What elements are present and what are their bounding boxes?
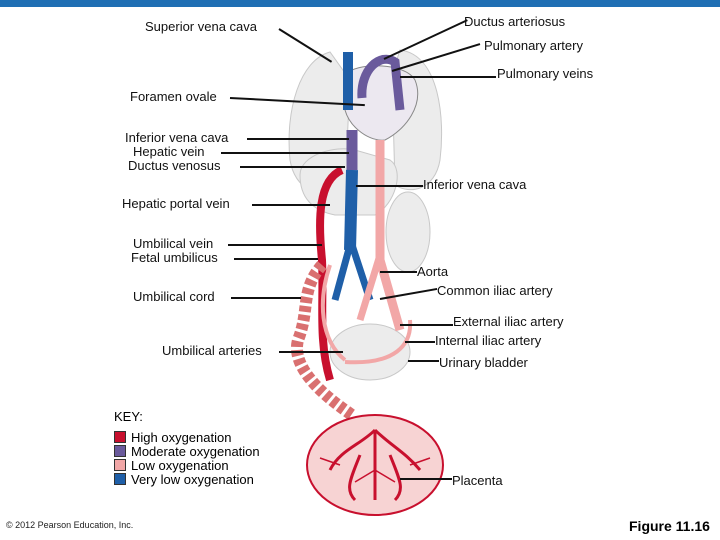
label-urinary-bladder: Urinary bladder [439, 355, 528, 370]
key-swatch-low [114, 459, 126, 471]
label-inferior-vena-cava-right: Inferior vena cava [423, 177, 527, 192]
key-item-low: Low oxygenation [114, 459, 229, 473]
kidney [385, 191, 431, 273]
umbilical-vein-path [316, 166, 344, 382]
label-aorta: Aorta [417, 264, 449, 279]
label-umbilical-arteries: Umbilical arteries [162, 343, 262, 358]
label-inferior-vena-cava-left: Inferior vena cava [125, 130, 229, 145]
key-swatch-moderate [114, 445, 126, 457]
leader-aorta [380, 271, 417, 273]
placental-vessels [328, 428, 422, 502]
key-label-moderate: Moderate oxygenation [131, 444, 260, 459]
label-pulmonary-artery: Pulmonary artery [484, 38, 583, 53]
label-superior-vena-cava: Superior vena cava [145, 19, 258, 34]
leader-hepatic-vein [221, 152, 349, 154]
leader-external-iliac-artery [400, 324, 453, 326]
label-hepatic-vein: Hepatic vein [133, 144, 205, 159]
leader-inferior-vena-cava-left [247, 138, 349, 140]
common-iliac-veins [331, 243, 374, 302]
label-pulmonary-veins: Pulmonary veins [497, 66, 594, 81]
label-common-iliac-artery: Common iliac artery [437, 283, 553, 298]
leader-umbilical-cord [231, 297, 301, 299]
label-ductus-arteriosus: Ductus arteriosus [464, 14, 566, 29]
leader-internal-iliac-artery [405, 341, 435, 343]
label-ductus-venosus: Ductus venosus [128, 158, 221, 173]
leader-inferior-vena-cava-right [356, 185, 423, 187]
top-accent-bar [0, 0, 720, 7]
pulmonary-trunk [357, 54, 405, 111]
key-swatch-high [114, 431, 126, 443]
label-external-iliac-artery: External iliac artery [453, 314, 564, 329]
key-item-very-low: Very low oxygenation [114, 473, 254, 487]
label-placenta: Placenta [452, 473, 503, 488]
label-umbilical-cord: Umbilical cord [133, 289, 215, 304]
leader-placenta [400, 478, 452, 480]
placental-vessels-secondary [319, 457, 431, 483]
key-label-very-low: Very low oxygenation [131, 472, 254, 487]
leader-umbilical-arteries [279, 351, 343, 353]
key-title: KEY: [114, 409, 143, 424]
key-item-high: High oxygenation [114, 431, 231, 445]
aorta-branch [356, 253, 384, 322]
leader-fetal-umbilicus [234, 258, 318, 260]
leader-ductus-venosus [240, 166, 345, 168]
label-foramen-ovale: Foramen ovale [130, 89, 217, 104]
leader-pulmonary-veins [400, 76, 496, 78]
label-hepatic-portal-vein: Hepatic portal vein [122, 196, 230, 211]
key-label-low: Low oxygenation [131, 458, 229, 473]
key-swatch-very-low [114, 473, 126, 485]
leader-urinary-bladder [408, 360, 439, 362]
label-umbilical-vein: Umbilical vein [133, 236, 214, 251]
copyright: © 2012 Pearson Education, Inc. [6, 520, 134, 530]
leader-umbilical-vein [228, 244, 322, 246]
label-fetal-umbilicus: Fetal umbilicus [131, 250, 218, 265]
label-internal-iliac-artery: Internal iliac artery [435, 333, 542, 348]
leader-hepatic-portal-vein [252, 204, 330, 206]
figure-label: Figure 11.16 [629, 518, 710, 534]
key-label-high: High oxygenation [131, 430, 232, 445]
ivc-lower [344, 169, 358, 251]
key-item-moderate: Moderate oxygenation [114, 445, 260, 459]
